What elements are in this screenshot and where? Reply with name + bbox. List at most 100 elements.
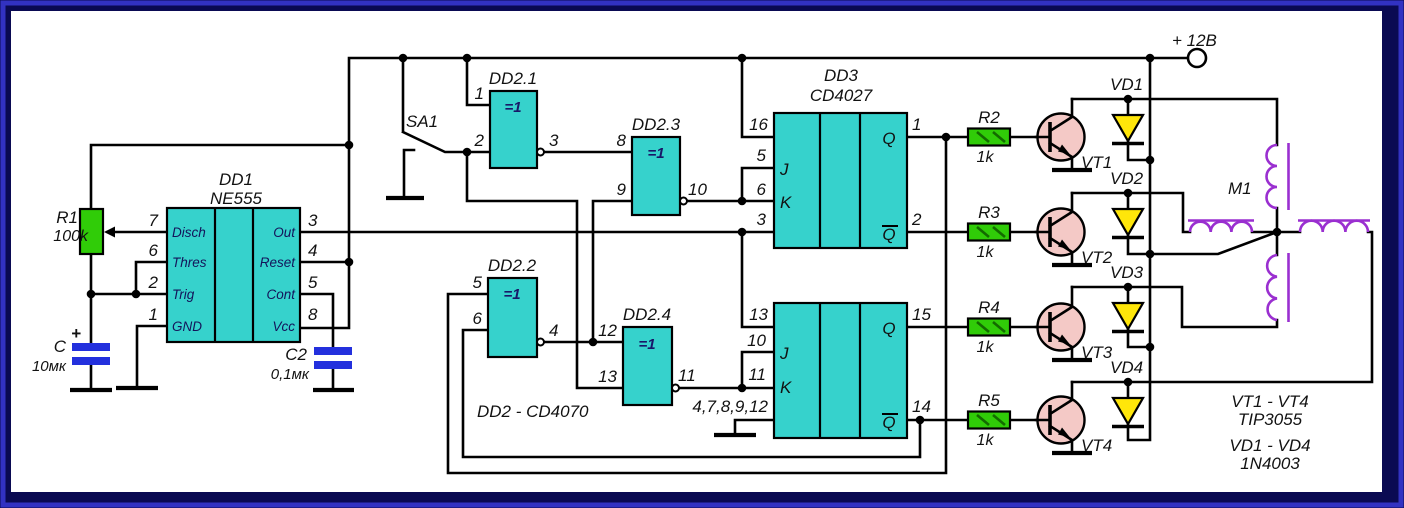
gate-designator: DD2.2 bbox=[488, 256, 537, 275]
pin-number: 13 bbox=[598, 367, 617, 386]
cap-plate bbox=[72, 357, 110, 365]
pin-number: 9 bbox=[617, 180, 627, 199]
polarity-plus-sign: + bbox=[71, 324, 81, 343]
capacitor-c2: C2 0,1мк bbox=[271, 345, 352, 383]
component-value: 1k bbox=[977, 244, 995, 261]
transistor-vt4: VT4 bbox=[1034, 380, 1112, 455]
xor-gate-dd2-1: DD2.1 =1 1 2 3 bbox=[474, 69, 559, 170]
ic-body bbox=[165, 206, 302, 344]
ground-pins-label: 4,7,8,9,12 bbox=[692, 397, 768, 416]
pin-number: 6 bbox=[473, 309, 483, 328]
pin-label: Reset bbox=[260, 255, 297, 270]
resistor-r3: R3 1k bbox=[966, 203, 1012, 261]
diode-body bbox=[1111, 301, 1145, 332]
pin-number: 13 bbox=[749, 305, 768, 324]
wire-net-middle bbox=[401, 56, 970, 475]
pin-label: Thres bbox=[172, 255, 207, 270]
jk-flipflop-2: 13 10 11 4,7,8,9,12 J K Q Q 15 14 bbox=[692, 301, 931, 440]
pin-number: 6 bbox=[149, 241, 159, 260]
output-bubble-icon bbox=[679, 196, 688, 206]
pin-number: 1 bbox=[912, 115, 921, 134]
j-input-label: J bbox=[779, 344, 789, 363]
q-output-label: Q bbox=[882, 319, 895, 338]
xor-gate-dd2-4: DD2.4 =1 12 13 11 bbox=[598, 305, 696, 407]
pin-number: 4 bbox=[308, 241, 317, 260]
component-value: 1k bbox=[977, 339, 995, 356]
xor-symbol: =1 bbox=[638, 336, 655, 353]
pin-label: Disch bbox=[172, 225, 206, 240]
component-value: 1k bbox=[977, 149, 995, 166]
transistor-range-note: VT1 - VT4 bbox=[1231, 392, 1308, 411]
power-rating-marks bbox=[976, 321, 1006, 333]
cap-plate bbox=[314, 347, 352, 355]
gate-designator: DD2.4 bbox=[623, 305, 671, 324]
gate-body bbox=[630, 135, 682, 217]
pin-number: 5 bbox=[308, 273, 318, 292]
component-designator: SA1 bbox=[406, 112, 438, 131]
pin-number: 10 bbox=[688, 180, 707, 199]
k-input-label: K bbox=[780, 378, 792, 397]
base-resistors: R2 1k R3 1k R4 1k R5 1k bbox=[966, 108, 1012, 449]
xor-gate-dd2-2: DD2.2 =1 5 6 4 bbox=[473, 256, 558, 359]
emitter-arrow-icon bbox=[1058, 427, 1070, 438]
xor-symbol: =1 bbox=[504, 99, 521, 116]
transistor-leads bbox=[1034, 285, 1074, 360]
diode-vd2: VD2 bbox=[1110, 169, 1145, 240]
transistor-leads bbox=[1034, 97, 1074, 170]
xor-symbol: =1 bbox=[503, 286, 520, 303]
flyback-diodes: VD1 VD2 VD3 VD4 bbox=[1110, 75, 1145, 429]
component-designator: VD1 bbox=[1110, 75, 1143, 94]
ic-designator: DD1 bbox=[219, 170, 253, 189]
pin-number: 11 bbox=[678, 366, 696, 385]
component-value: 0,1мк bbox=[271, 366, 310, 383]
resistor-body bbox=[966, 222, 1012, 242]
pin-number: 15 bbox=[912, 305, 931, 324]
cap-plate bbox=[72, 343, 110, 351]
component-designator: R3 bbox=[978, 203, 1000, 222]
pin-number: 1 bbox=[475, 84, 484, 103]
ground-bars bbox=[70, 167, 1092, 456]
ic-designator: DD3 bbox=[824, 66, 859, 85]
component-designator: VT3 bbox=[1081, 343, 1113, 362]
pin-label: Vcc bbox=[272, 319, 295, 334]
winding-top bbox=[1265, 143, 1278, 210]
pin-label: Trig bbox=[172, 287, 195, 302]
resistor-body bbox=[78, 207, 105, 256]
pin-number: 5 bbox=[473, 273, 483, 292]
pin-number: 3 bbox=[549, 131, 559, 150]
pin-number: 8 bbox=[308, 305, 318, 324]
pin-number: 8 bbox=[617, 131, 627, 150]
pin-number: 10 bbox=[747, 331, 766, 350]
diode-body bbox=[1111, 113, 1145, 144]
power-rating-marks bbox=[976, 414, 1006, 426]
pin-number: 3 bbox=[308, 211, 318, 230]
pin-number: 11 bbox=[748, 365, 766, 384]
pin-label: GND bbox=[172, 319, 202, 334]
component-designator: C bbox=[54, 337, 67, 356]
ic-part-number: CD4027 bbox=[810, 86, 873, 105]
diode-body bbox=[1111, 396, 1145, 427]
transistor-vt2: VT2 bbox=[1034, 191, 1113, 267]
diode-part-note: 1N4003 bbox=[1240, 454, 1300, 473]
pin-number: 4 bbox=[549, 321, 558, 340]
emitter-arrow-icon bbox=[1058, 144, 1070, 155]
component-designator: VD3 bbox=[1110, 263, 1144, 282]
gate-body bbox=[621, 325, 674, 407]
motor-designator: M1 bbox=[1228, 179, 1252, 198]
pin-label: Cont bbox=[266, 287, 296, 302]
transistor-vt3: VT3 bbox=[1034, 285, 1113, 362]
pin-number: 2 bbox=[474, 131, 485, 150]
pin-number: 1 bbox=[149, 305, 158, 324]
jk-flipflop-1: 16 5 6 3 J K Q Q 1 2 bbox=[749, 111, 922, 250]
component-value: 1k bbox=[977, 432, 995, 449]
supply-voltage-label: + 12В bbox=[1172, 31, 1217, 50]
component-designator: VT4 bbox=[1081, 436, 1112, 455]
output-bubble-icon bbox=[536, 147, 545, 157]
ic-dividers bbox=[213, 208, 255, 342]
pin-number: 2 bbox=[911, 210, 922, 229]
j-input-label: J bbox=[779, 160, 789, 179]
resistor-r5: R5 1k bbox=[966, 391, 1012, 449]
diode-vd4: VD4 bbox=[1110, 358, 1145, 429]
